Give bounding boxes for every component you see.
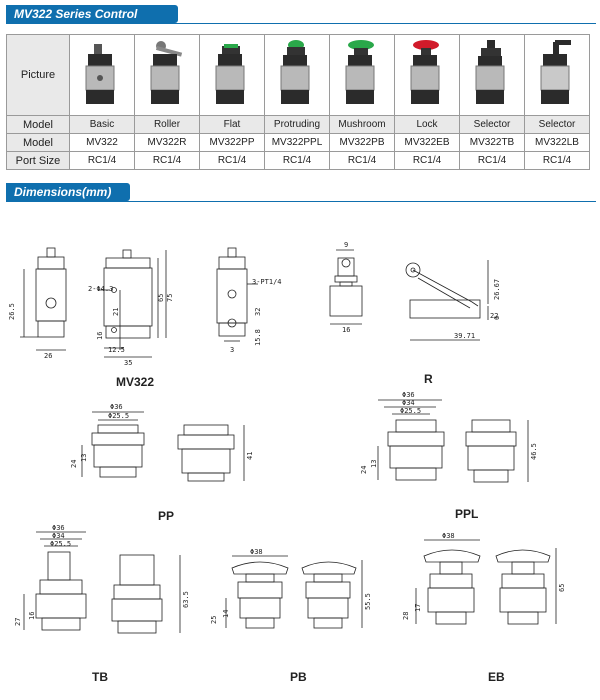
dim-text: 13: [80, 454, 88, 462]
dim-text: 24: [70, 460, 78, 468]
cell: Basic: [69, 115, 135, 134]
port-size-row: Port Size RC1/4 RC1/4 RC1/4 RC1/4 RC1/4 …: [6, 151, 590, 170]
valve-photo-flat: [199, 34, 265, 116]
dimensions-title: Dimensions(mm): [6, 183, 130, 201]
drawing-mv322-front: [98, 249, 167, 358]
dim-text: 65: [558, 584, 566, 592]
dim-text: 26.67: [493, 279, 501, 300]
spec-table: Picture Model Basic Roller Flat Protrudi…: [6, 34, 590, 170]
dim-text: Φ38: [250, 548, 263, 556]
drawing-pp-body: [177, 424, 245, 482]
dim-text: 39.71: [454, 332, 475, 340]
dim-text: 27: [14, 618, 22, 626]
dim-text: 35: [124, 359, 132, 367]
cell: Flat: [199, 115, 265, 134]
dim-text: 16: [342, 326, 350, 334]
dimension-texts: 26.5 26 2-Φ4.3 21 16 12.5 35 65 75 3-PT1…: [8, 241, 566, 626]
dim-text: 75: [166, 294, 174, 302]
dim-text: 13: [370, 460, 378, 468]
cell: RC1/4: [264, 151, 330, 170]
dim-text: 14: [222, 610, 230, 618]
dim-text: 3-PT1/4: [252, 278, 282, 286]
label-ppl: PPL: [455, 507, 479, 521]
dim-text: 6: [493, 316, 501, 320]
drawing-pb-section: [225, 555, 289, 629]
type-row: Model Basic Roller Flat Protruding Mushr…: [6, 115, 590, 134]
title-rule: [6, 23, 596, 24]
dim-text: 15.8: [254, 329, 262, 346]
label-pb: PB: [290, 670, 307, 684]
drawing-pp-section: [81, 411, 145, 478]
label-mv322: MV322: [116, 375, 155, 389]
dim-text: 46.5: [530, 443, 538, 460]
dim-text: 55.5: [364, 593, 372, 610]
dim-text: 24: [360, 466, 368, 474]
dim-text: 16: [96, 332, 104, 340]
dim-text: 22: [490, 312, 498, 320]
drawing-mv322-rear: [216, 247, 258, 342]
dim-text: 3: [230, 346, 234, 354]
drawing-tb-body: [111, 554, 181, 634]
drawing-eb-section: [415, 539, 481, 625]
dim-text: Φ36: [52, 524, 65, 532]
valve-photo-basic: [69, 34, 135, 116]
valve-photo-protruding: [264, 34, 330, 116]
dim-text: 63.5: [182, 591, 190, 608]
dim-text: 21: [112, 308, 120, 316]
dim-text: 41: [246, 452, 254, 460]
cell: Mushroom: [329, 115, 395, 134]
dim-text: 25: [210, 616, 218, 624]
cell: RC1/4: [459, 151, 525, 170]
dim-text: 16: [28, 612, 36, 620]
drawing-r-side: [329, 249, 363, 325]
valve-photo-selector-tb: [459, 34, 525, 116]
dim-text: 65: [157, 294, 165, 302]
dim-text: 12.5: [108, 346, 125, 354]
dimensions-rule: [6, 201, 596, 202]
dim-text: Φ36: [110, 403, 123, 411]
label-pp: PP: [158, 509, 175, 523]
dim-text: Φ36: [402, 391, 415, 399]
label-tb: TB: [92, 670, 108, 684]
drawing-tb-section: [23, 531, 87, 631]
drawing-ppl-section: [377, 399, 445, 481]
drawing-ppl-body: [465, 419, 529, 483]
dim-text: 26.5: [8, 303, 16, 320]
cell: RC1/4: [524, 151, 590, 170]
picture-row: Picture: [6, 34, 590, 116]
valve-photo-lock: [394, 34, 460, 116]
dim-text: 17: [414, 604, 422, 612]
dim-text: 32: [254, 308, 262, 316]
cell: RC1/4: [329, 151, 395, 170]
dim-text: Φ25.5: [108, 412, 129, 420]
dim-text: Φ34: [52, 532, 65, 540]
cell: Protruding: [264, 115, 330, 134]
dim-text: Φ38: [442, 532, 455, 540]
drawing-eb-body: [495, 548, 557, 625]
dim-text: Φ25.5: [50, 540, 71, 548]
valve-photo-selector-lb: [524, 34, 590, 116]
row-label-model: Model: [6, 133, 70, 152]
picture-label: Picture: [6, 34, 70, 116]
label-eb: EB: [488, 670, 505, 684]
dim-text: 2-Φ4.3: [88, 285, 113, 293]
dim-text: 26: [44, 352, 52, 360]
drawing-r-front: [405, 260, 489, 341]
label-r: R: [424, 372, 433, 386]
dim-text: Φ34: [402, 399, 415, 407]
drawing-pb-body: [301, 560, 363, 629]
dim-text: 9: [344, 241, 348, 249]
drawing-mv322-side: [20, 247, 67, 351]
valve-photo-mushroom: [329, 34, 395, 116]
dim-text: Φ25.5: [400, 407, 421, 415]
dim-text: 28: [402, 612, 410, 620]
cell: RC1/4: [69, 151, 135, 170]
row-label-model: Model: [6, 115, 70, 134]
row-label-port-size: Port Size: [6, 151, 70, 170]
cell: RC1/4: [199, 151, 265, 170]
